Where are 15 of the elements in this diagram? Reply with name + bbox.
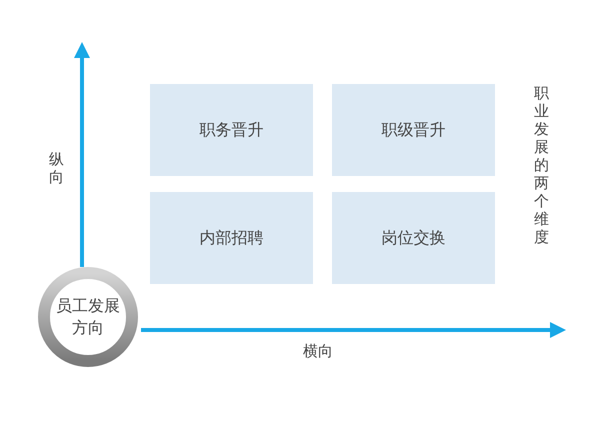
category-box	[332, 192, 495, 284]
edge-label: 纵向	[49, 150, 64, 186]
node-text: 职务晋升	[200, 120, 264, 140]
category-box	[150, 192, 313, 284]
edge-label: 横向	[303, 342, 333, 360]
ring-circle	[38, 267, 138, 367]
category-box	[150, 84, 313, 176]
node-text: 职级晋升	[382, 120, 446, 140]
node-text: 内部招聘	[200, 228, 264, 248]
axis-arrow	[141, 322, 566, 338]
node-text: 员工发展方向	[56, 295, 120, 339]
axis-arrow	[74, 42, 90, 267]
node-text: 岗位交换	[382, 228, 446, 248]
category-box	[332, 84, 495, 176]
vertical-note: 职业发展的两个维度	[534, 84, 549, 246]
